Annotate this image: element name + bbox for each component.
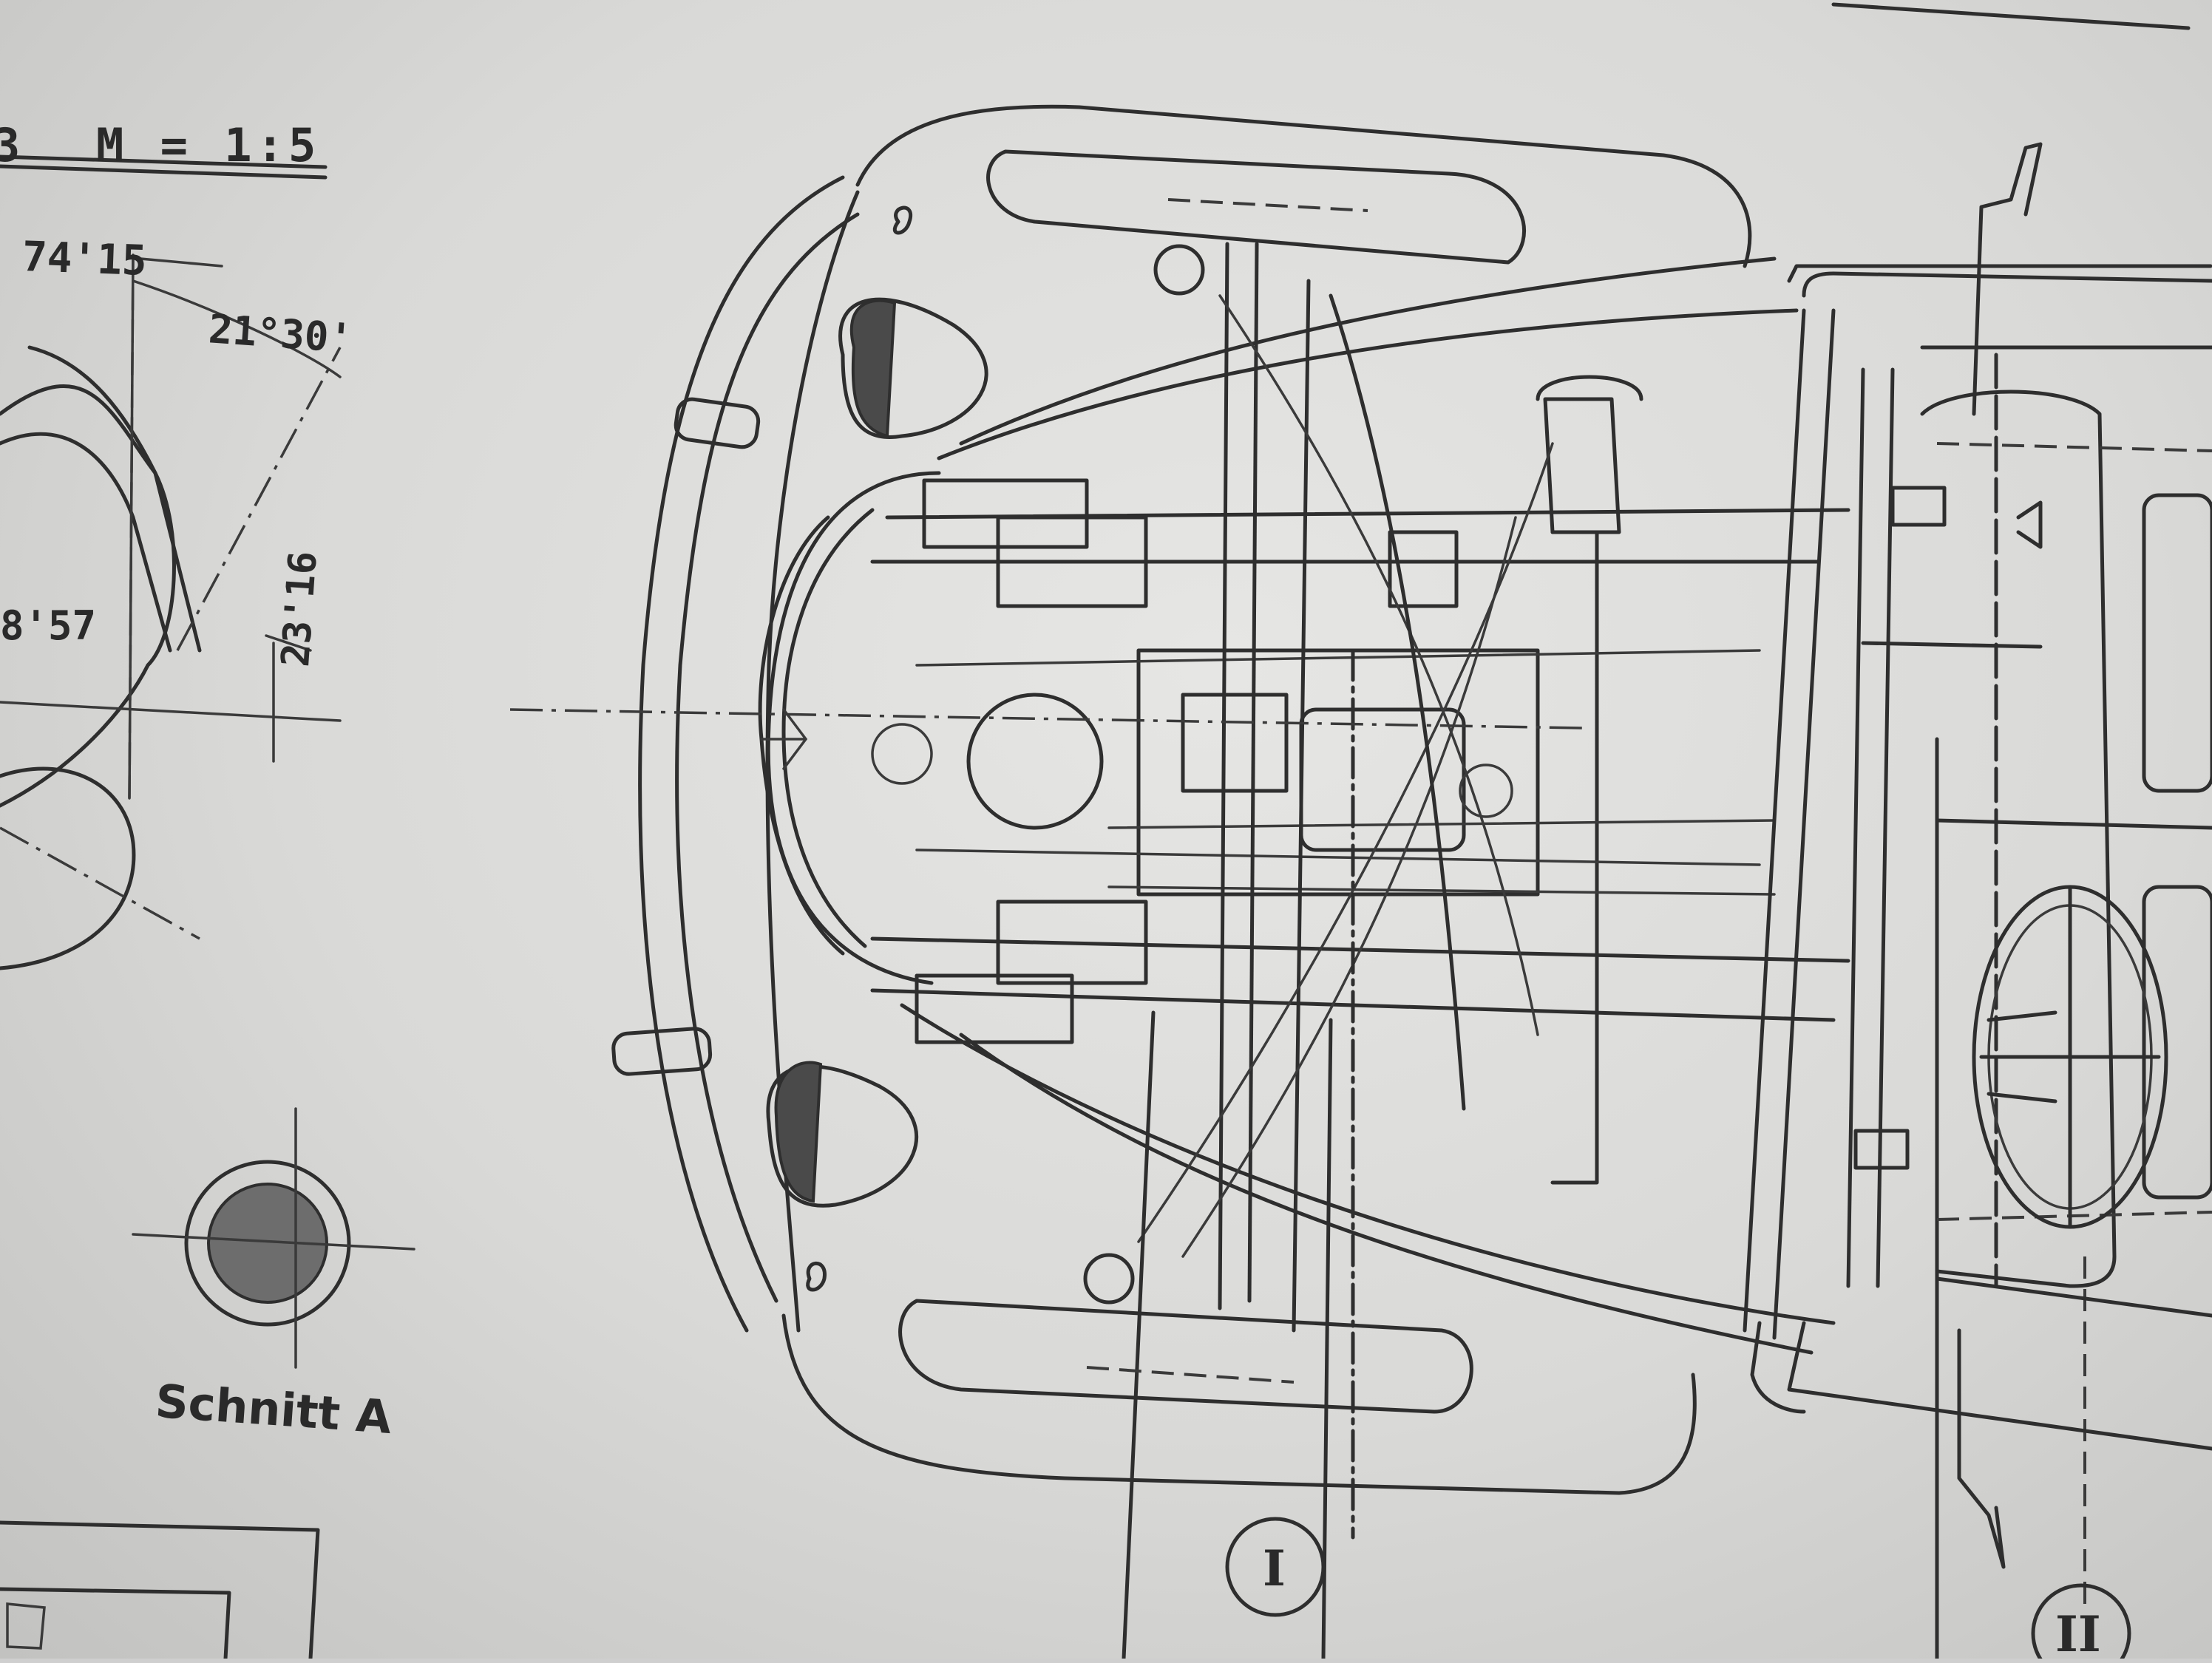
section-marker-1 bbox=[1225, 1517, 1326, 1617]
scale-fragment: 3 bbox=[0, 118, 21, 172]
section-marker-2 bbox=[2031, 1583, 2131, 1659]
car-front-plan bbox=[509, 104, 2212, 1659]
dimension-angle: 21°30' bbox=[207, 305, 355, 362]
dimension-vertical: 23'16 bbox=[274, 549, 326, 669]
title-block-fragment bbox=[0, 1520, 320, 1659]
dimension-left: 8'57 bbox=[0, 602, 97, 649]
sheet-edge-line bbox=[1831, 2, 2191, 30]
section-a-detail bbox=[132, 1107, 415, 1369]
scale-label: M = 1:5 bbox=[96, 118, 321, 172]
dimension-top: 74'15 bbox=[21, 233, 148, 285]
section-marker-2-label: II bbox=[2055, 1605, 2101, 1663]
tube-detail bbox=[0, 154, 342, 970]
section-marker-1-label: I bbox=[1263, 1540, 1286, 1597]
